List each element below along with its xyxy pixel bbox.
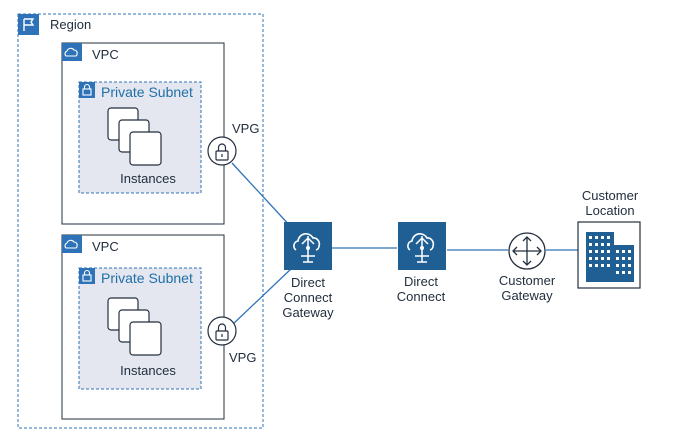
lock-icon (79, 268, 95, 284)
direct-connect-label: Direct Connect (397, 274, 445, 304)
cloud-icon (62, 43, 82, 61)
vpc-2 (61, 234, 237, 420)
instances-icon (107, 297, 162, 356)
connections (231, 162, 580, 326)
label-line: Connect (396, 289, 446, 304)
vpc-1 (61, 42, 237, 225)
label-line: Direct (404, 274, 438, 289)
subnet-label: Private Subnet (101, 84, 193, 100)
direct-connect-icon (398, 222, 446, 270)
building-icon (577, 221, 641, 289)
vpc-label: VPC (92, 239, 119, 254)
flag-icon (18, 14, 39, 35)
region-group (17, 13, 264, 429)
instances-label: Instances (120, 363, 176, 378)
router-icon (508, 232, 546, 270)
label-line: Customer (581, 188, 639, 203)
vpg-label: VPG (232, 121, 260, 136)
label-line: Gateway (501, 288, 553, 303)
direct-connect-gateway-icon (284, 222, 332, 270)
link-vpg2-dxgw (231, 267, 293, 326)
instances-icon (107, 107, 162, 166)
vpg-label: VPG (229, 350, 257, 365)
vpg-icon (207, 136, 237, 166)
label-line: Location (585, 203, 635, 218)
region-border (17, 13, 264, 429)
lock-icon (79, 82, 95, 98)
instances-label: Instances (120, 171, 176, 186)
cloud-icon (62, 235, 82, 253)
link-vpg1-dxgw (231, 162, 293, 229)
vpg-icon (207, 316, 237, 346)
label-line: Direct (291, 275, 325, 290)
customer-location-label: Customer Location (582, 188, 638, 218)
vpc-label: VPC (92, 47, 119, 62)
subnet-label: Private Subnet (101, 270, 193, 286)
label-line: Connect (283, 290, 333, 305)
region-label: Region (50, 17, 92, 32)
direct-connect-gateway-label: Direct Connect Gateway (282, 275, 333, 320)
label-line: Customer (498, 273, 556, 288)
label-line: Gateway (282, 305, 334, 320)
customer-gateway-label: Customer Gateway (499, 273, 555, 303)
